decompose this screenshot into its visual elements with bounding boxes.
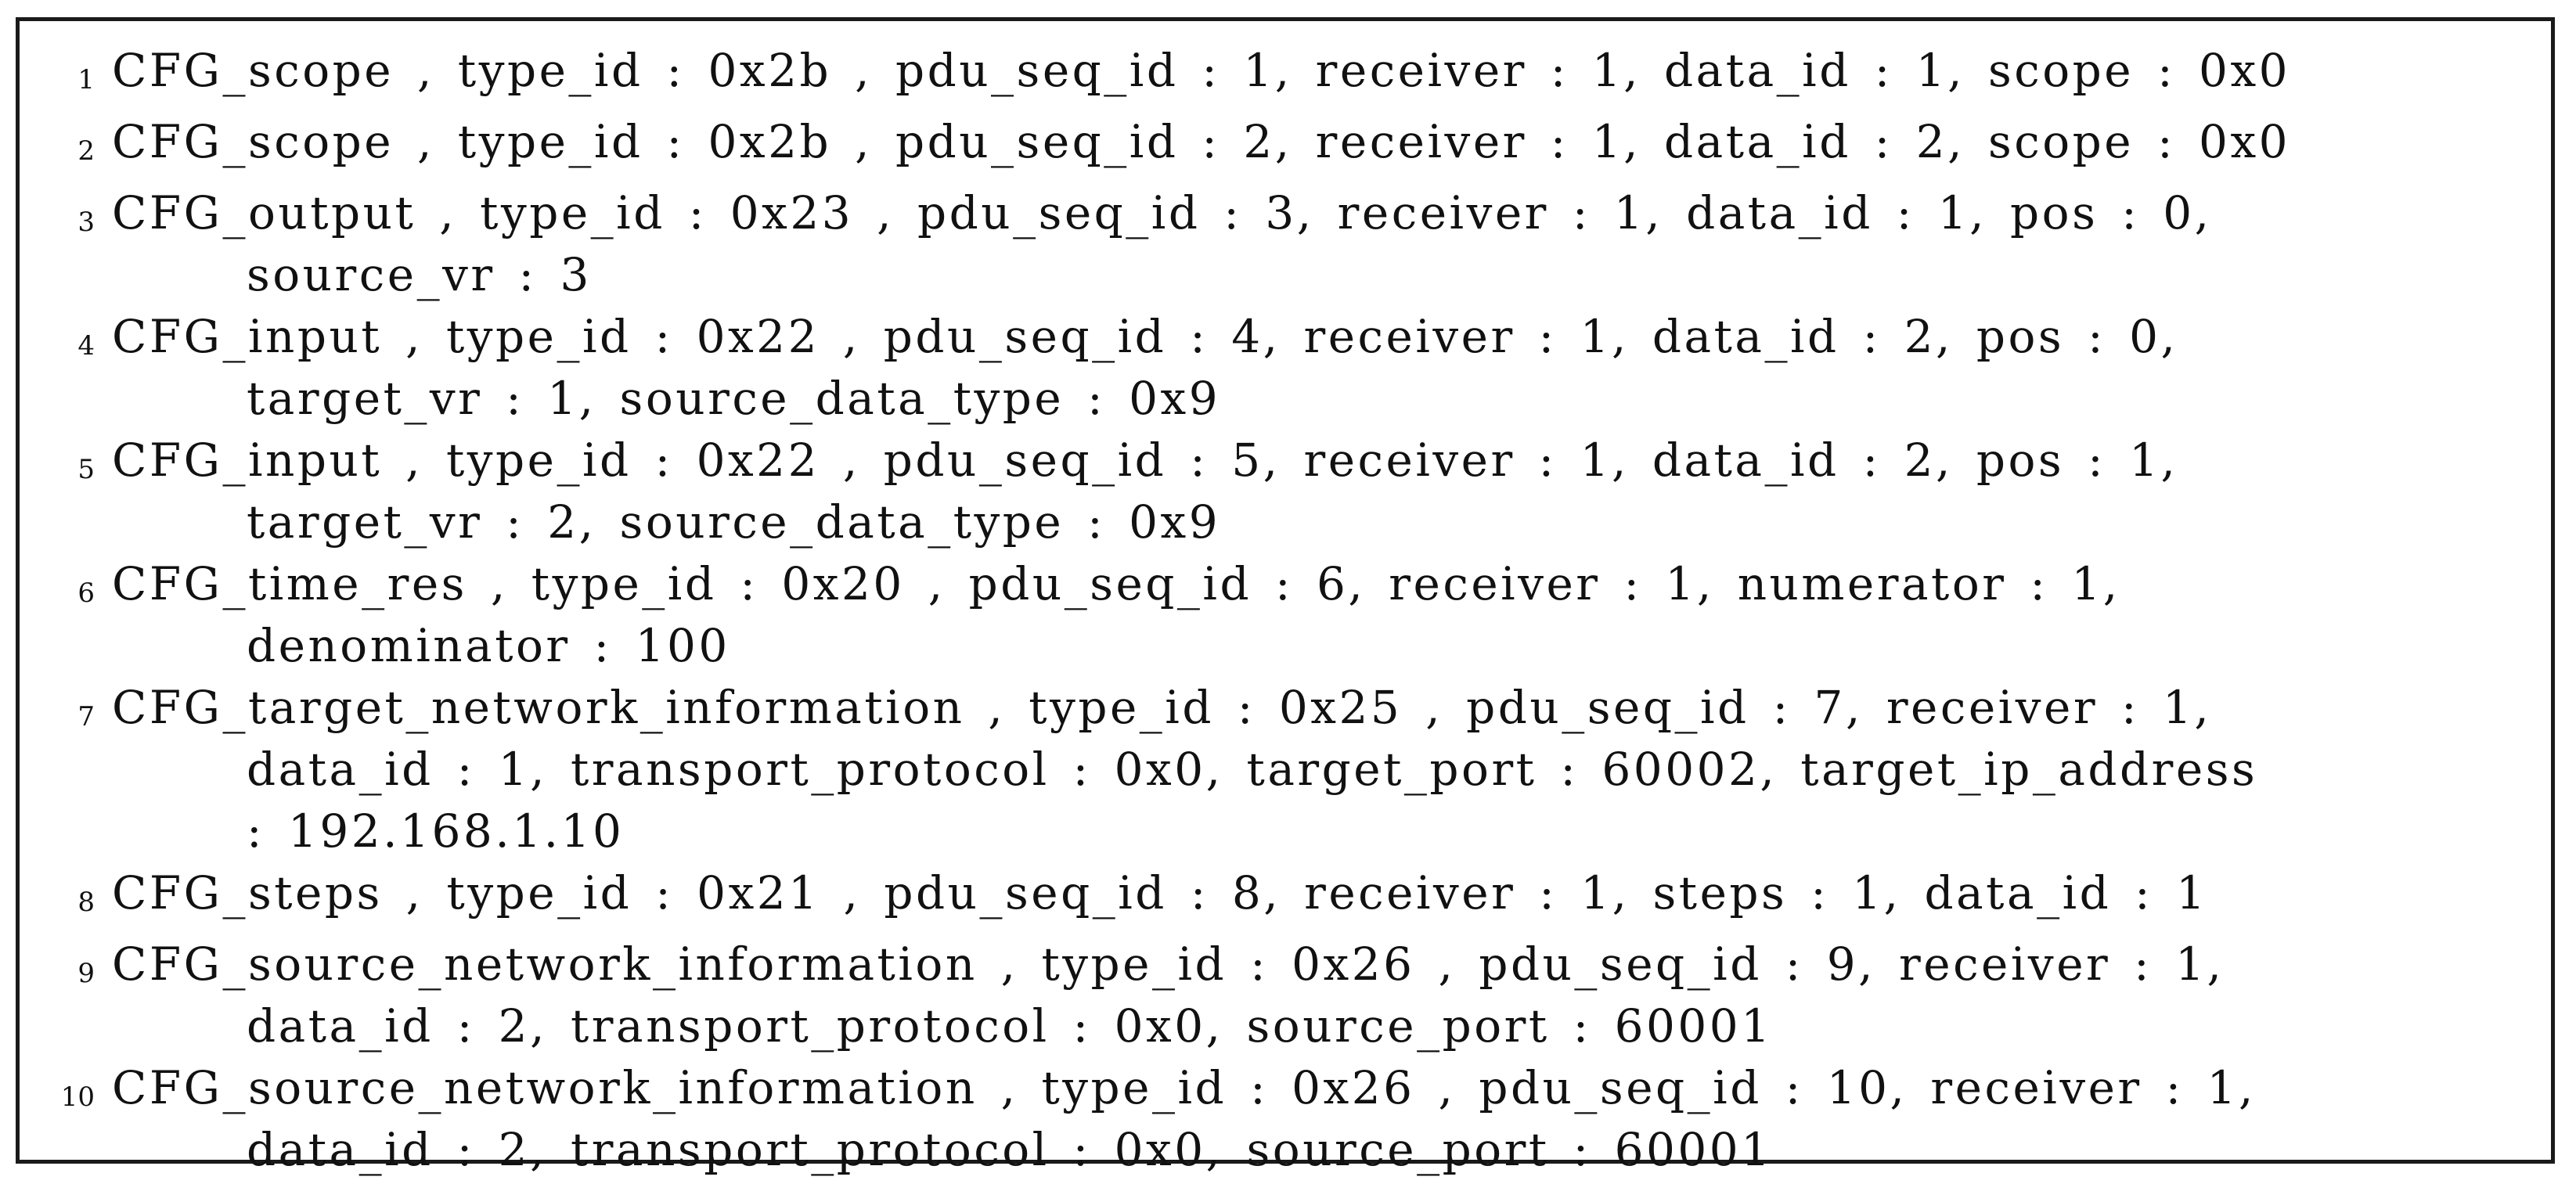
- code-text-continuation: source_vr : 3: [247, 248, 592, 301]
- code-text: CFG_scope , type_id : 0x2b , pdu_seq_id …: [112, 44, 2291, 97]
- line-body: CFG_scope , type_id : 0x2b , pdu_seq_id …: [112, 40, 2551, 102]
- code-text: CFG_source_network_information , type_id…: [112, 937, 2225, 991]
- code-line-3: 3 CFG_output , type_id : 0x23 , pdu_seq_…: [20, 182, 2551, 306]
- line-body: CFG_source_network_information , type_id…: [112, 934, 2551, 1057]
- code-text-continuation: : 192.168.1.10: [247, 804, 625, 858]
- code-text-continuation: data_id : 2, transport_protocol : 0x0, s…: [247, 1123, 1773, 1176]
- code-line-5: 5 CFG_input , type_id : 0x22 , pdu_seq_i…: [20, 430, 2551, 553]
- code-text: CFG_time_res , type_id : 0x20 , pdu_seq_…: [112, 557, 2120, 610]
- line-number: 2: [77, 135, 95, 167]
- code-text: CFG_target_network_information , type_id…: [112, 681, 2212, 734]
- code-listing: 1 CFG_scope , type_id : 0x2b , pdu_seq_i…: [20, 40, 2551, 1176]
- line-number: 10: [60, 1081, 95, 1113]
- line-body: CFG_input , type_id : 0x22 , pdu_seq_id …: [112, 430, 2551, 553]
- line-number: 1: [77, 64, 95, 95]
- code-text: CFG_scope , type_id : 0x2b , pdu_seq_id …: [112, 115, 2291, 168]
- code-text-continuation: target_vr : 1, source_data_type : 0x9: [247, 372, 1221, 425]
- code-text-continuation: target_vr : 2, source_data_type : 0x9: [247, 495, 1221, 549]
- line-body: CFG_scope , type_id : 0x2b , pdu_seq_id …: [112, 111, 2551, 173]
- code-text: CFG_output , type_id : 0x23 , pdu_seq_id…: [112, 186, 2212, 239]
- line-body: CFG_target_network_information , type_id…: [112, 677, 2551, 862]
- code-line-1: 1 CFG_scope , type_id : 0x2b , pdu_seq_i…: [20, 40, 2551, 111]
- line-number: 9: [77, 958, 95, 989]
- line-body: CFG_source_network_information , type_id…: [112, 1057, 2551, 1181]
- code-text: CFG_steps , type_id : 0x21 , pdu_seq_id …: [112, 866, 2208, 919]
- code-line-9: 9 CFG_source_network_information , type_…: [20, 934, 2551, 1057]
- line-number: 8: [77, 887, 95, 918]
- code-text-continuation: data_id : 2, transport_protocol : 0x0, s…: [247, 999, 1773, 1053]
- line-body: CFG_output , type_id : 0x23 , pdu_seq_id…: [112, 182, 2551, 306]
- line-body: CFG_steps , type_id : 0x21 , pdu_seq_id …: [112, 862, 2551, 924]
- line-number: 3: [77, 207, 95, 238]
- code-line-8: 8 CFG_steps , type_id : 0x21 , pdu_seq_i…: [20, 862, 2551, 934]
- code-listing-frame: 1 CFG_scope , type_id : 0x2b , pdu_seq_i…: [16, 17, 2555, 1176]
- code-line-6: 6 CFG_time_res , type_id : 0x20 , pdu_se…: [20, 553, 2551, 677]
- line-number: 4: [77, 330, 95, 362]
- code-text-continuation: data_id : 1, transport_protocol : 0x0, t…: [247, 743, 2258, 796]
- code-line-2: 2 CFG_scope , type_id : 0x2b , pdu_seq_i…: [20, 111, 2551, 182]
- line-body: CFG_input , type_id : 0x22 , pdu_seq_id …: [112, 306, 2551, 430]
- code-line-10: 10 CFG_source_network_information , type…: [20, 1057, 2551, 1181]
- code-line-4: 4 CFG_input , type_id : 0x22 , pdu_seq_i…: [20, 306, 2551, 430]
- line-number: 5: [77, 454, 95, 485]
- code-text: CFG_input , type_id : 0x22 , pdu_seq_id …: [112, 434, 2178, 487]
- code-text: CFG_source_network_information , type_id…: [112, 1061, 2256, 1114]
- line-body: CFG_time_res , type_id : 0x20 , pdu_seq_…: [112, 553, 2551, 677]
- code-text: CFG_input , type_id : 0x22 , pdu_seq_id …: [112, 310, 2178, 363]
- code-line-7: 7 CFG_target_network_information , type_…: [20, 677, 2551, 862]
- line-number: 7: [77, 701, 95, 732]
- line-number: 6: [77, 578, 95, 609]
- code-text-continuation: denominator : 100: [247, 619, 730, 672]
